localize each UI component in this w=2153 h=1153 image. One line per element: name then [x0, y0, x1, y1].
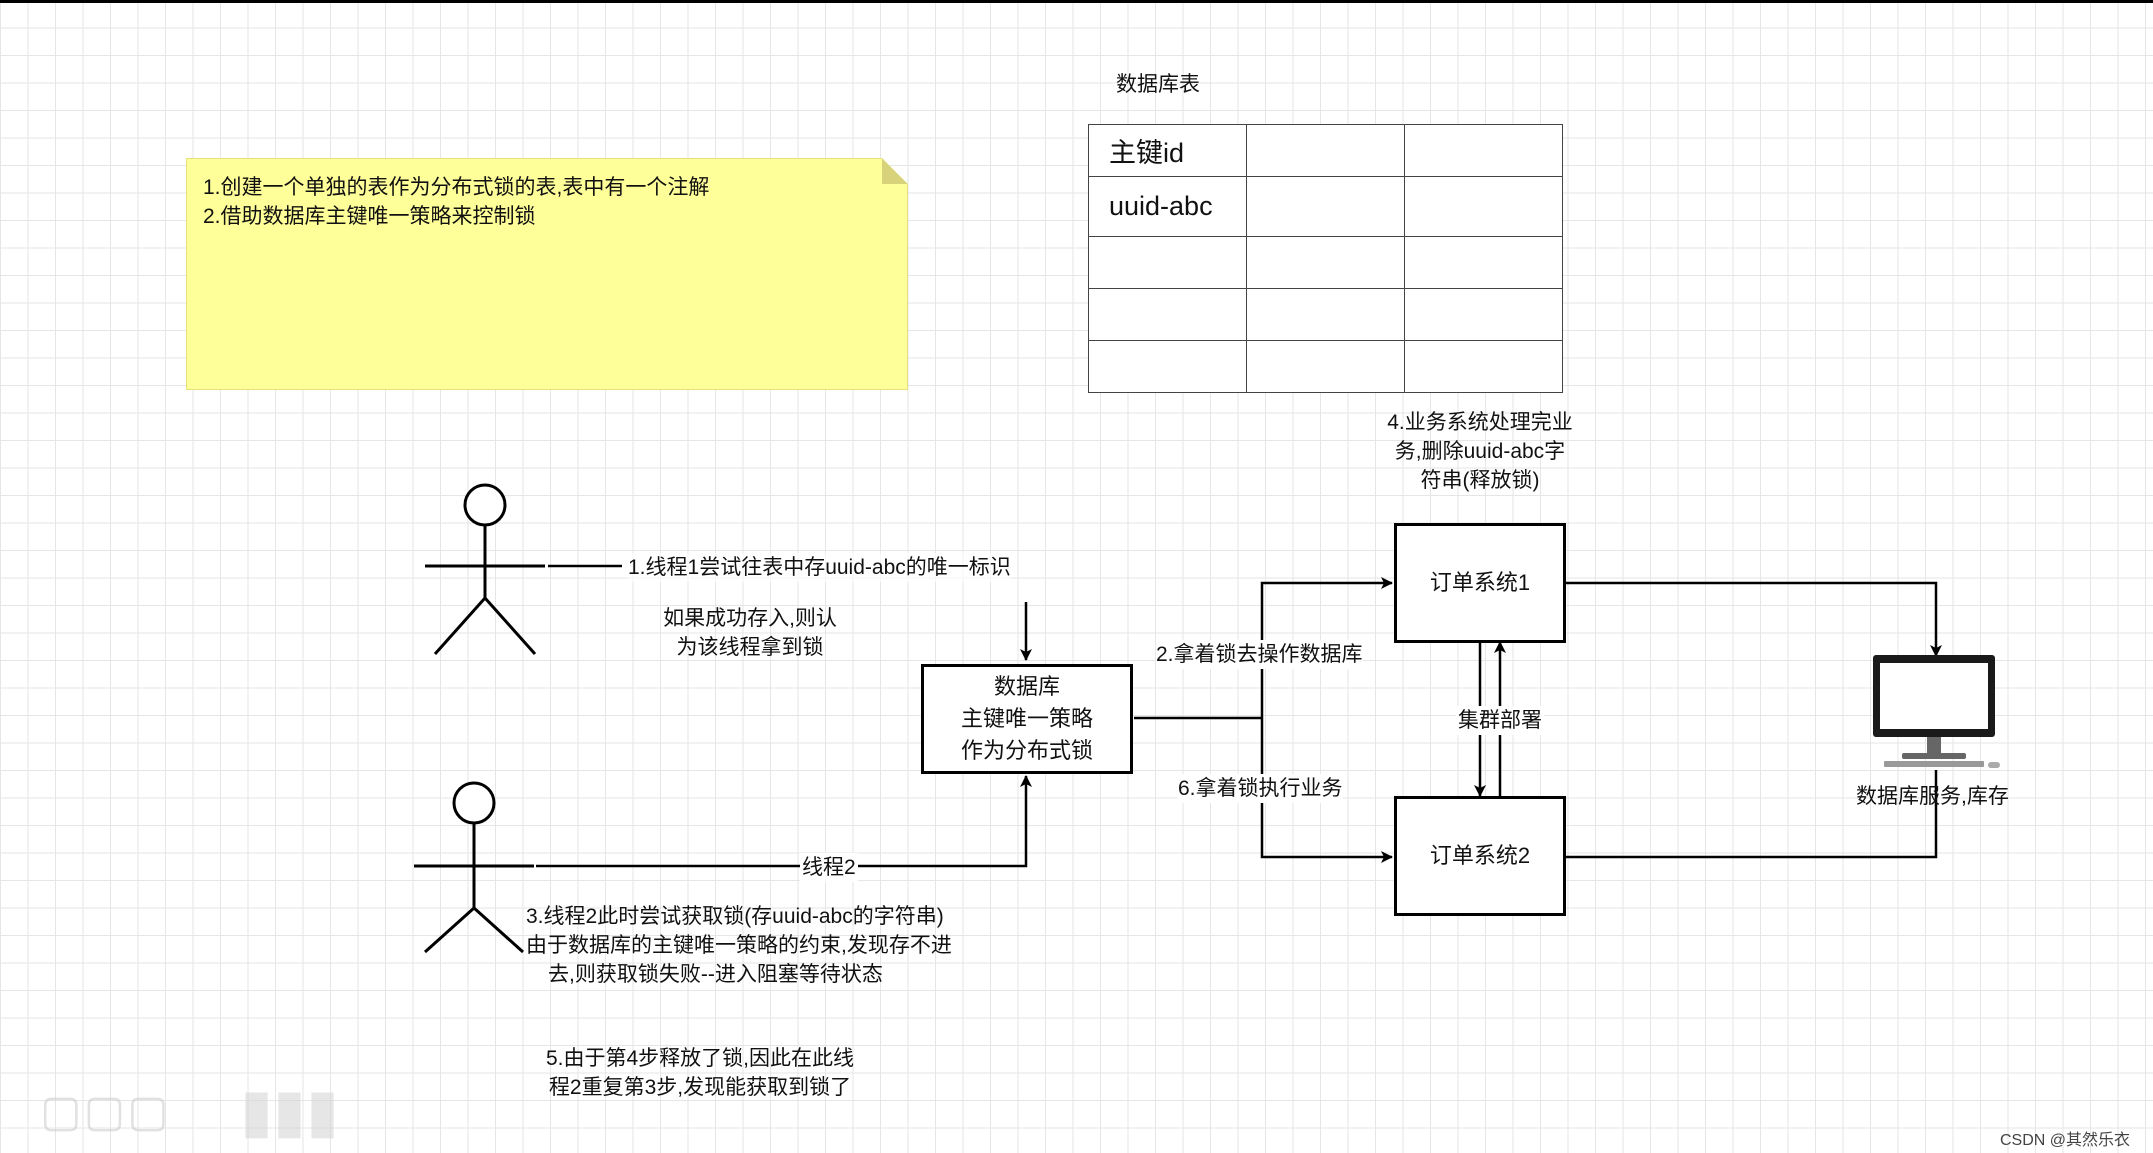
step5-label: 5.由于第4步释放了锁,因此在此线 程2重复第3步,发现能获取到锁了: [520, 1044, 880, 1102]
order-system-2-box[interactable]: 订单系统2: [1394, 796, 1566, 916]
success-line-2: 为该线程拿到锁: [676, 636, 824, 659]
order-system-1-label: 订单系统1: [1429, 570, 1531, 595]
step6-label: 6.拿着锁执行业务: [1178, 774, 1343, 803]
cluster-label: 集群部署: [1456, 706, 1544, 735]
step4-line-3: 符串(释放锁): [1420, 469, 1540, 492]
success-label: 如果成功存入,则认 为该线程拿到锁: [640, 604, 860, 662]
table-cell: [1404, 176, 1563, 237]
arrow-thread2-to-database: [536, 775, 1032, 868]
table-cell: [1404, 340, 1563, 393]
step3-line-3: 去,则获取锁失败--进入阻塞等待状态: [548, 963, 883, 986]
step4-label: 4.业务系统处理完业 务,删除uuid-abc字 符串(释放锁): [1360, 408, 1600, 495]
table-cell: [1404, 124, 1563, 177]
table-row: [1088, 340, 1563, 393]
table-cell: uuid-abc: [1088, 176, 1247, 237]
table-title: 数据库表: [1116, 73, 1200, 96]
thread2-label: 线程2: [800, 853, 858, 882]
watermark-logo: ▢▢▢: [40, 1087, 171, 1136]
arrow-to-order1: [1260, 577, 1393, 718]
table-cell: [1404, 236, 1563, 289]
database-table[interactable]: 主键id uuid-abc: [1088, 124, 1563, 393]
table-cell: [1088, 236, 1247, 289]
table-cell: [1088, 340, 1247, 393]
step3-line-1: 3.线程2此时尝试获取锁(存uuid-abc的字符串): [526, 905, 944, 928]
computer-icon: [1873, 655, 2000, 768]
database-lock-box[interactable]: 数据库 主键唯一策略 作为分布式锁: [921, 664, 1133, 774]
watermark-brand-logo: ▮▮▮: [240, 1077, 340, 1144]
table-cell: [1246, 340, 1405, 393]
order-system-2-label: 订单系统2: [1429, 843, 1531, 868]
step3-line-2: 由于数据库的主键唯一策略的约束,发现存不进: [526, 934, 952, 957]
arrow-order2-to-computer: [1566, 770, 1938, 859]
success-line-1: 如果成功存入,则认: [663, 607, 837, 630]
table-cell: 主键id: [1088, 124, 1247, 177]
database-box-line-1: 数据库: [993, 674, 1060, 699]
computer-label: 数据库服务,库存: [1856, 785, 2009, 808]
database-box-line-3: 作为分布式锁: [960, 738, 1093, 763]
top-border: [0, 0, 2153, 3]
table-cell: [1246, 124, 1405, 177]
actor-thread-2[interactable]: [414, 781, 534, 954]
table-cell: [1246, 236, 1405, 289]
step4-line-1: 4.业务系统处理完业: [1387, 411, 1573, 434]
database-box-line-2: 主键唯一策略: [960, 706, 1093, 731]
order-system-1-box[interactable]: 订单系统1: [1394, 523, 1566, 643]
arrow-order1-to-computer: [1566, 581, 1942, 657]
step4-line-2: 务,删除uuid-abc字: [1394, 440, 1566, 463]
table-row: uuid-abc: [1088, 176, 1563, 237]
note-fold-corner: [882, 158, 908, 184]
table-cell: [1246, 288, 1405, 341]
sticky-note[interactable]: 1.创建一个单独的表作为分布式锁的表,表中有一个注解 2.借助数据库主键唯一策略…: [186, 158, 908, 390]
note-line-2: 2.借助数据库主键唯一策略来控制锁: [203, 205, 536, 228]
table-row: 主键id: [1088, 124, 1563, 177]
note-line-1: 1.创建一个单独的表作为分布式锁的表,表中有一个注解: [203, 176, 710, 199]
step2-label: 2.拿着锁去操作数据库: [1156, 640, 1363, 669]
table-cell: [1088, 288, 1247, 341]
step5-line-1: 5.由于第4步释放了锁,因此在此线: [545, 1047, 855, 1070]
step3-label: 3.线程2此时尝试获取锁(存uuid-abc的字符串) 由于数据库的主键唯一策略…: [526, 902, 952, 989]
step5-line-2: 程2重复第3步,发现能获取到锁了: [548, 1076, 852, 1099]
table-row: [1088, 236, 1563, 289]
table-cell: [1246, 176, 1405, 237]
arrow-to-order2: [1260, 718, 1393, 863]
credit-watermark: CSDN @其然乐衣: [2000, 1132, 2131, 1149]
actor-thread-1[interactable]: [425, 483, 545, 655]
step1-label: 1.线程1尝试往表中存uuid-abc的唯一标识: [628, 553, 1011, 582]
